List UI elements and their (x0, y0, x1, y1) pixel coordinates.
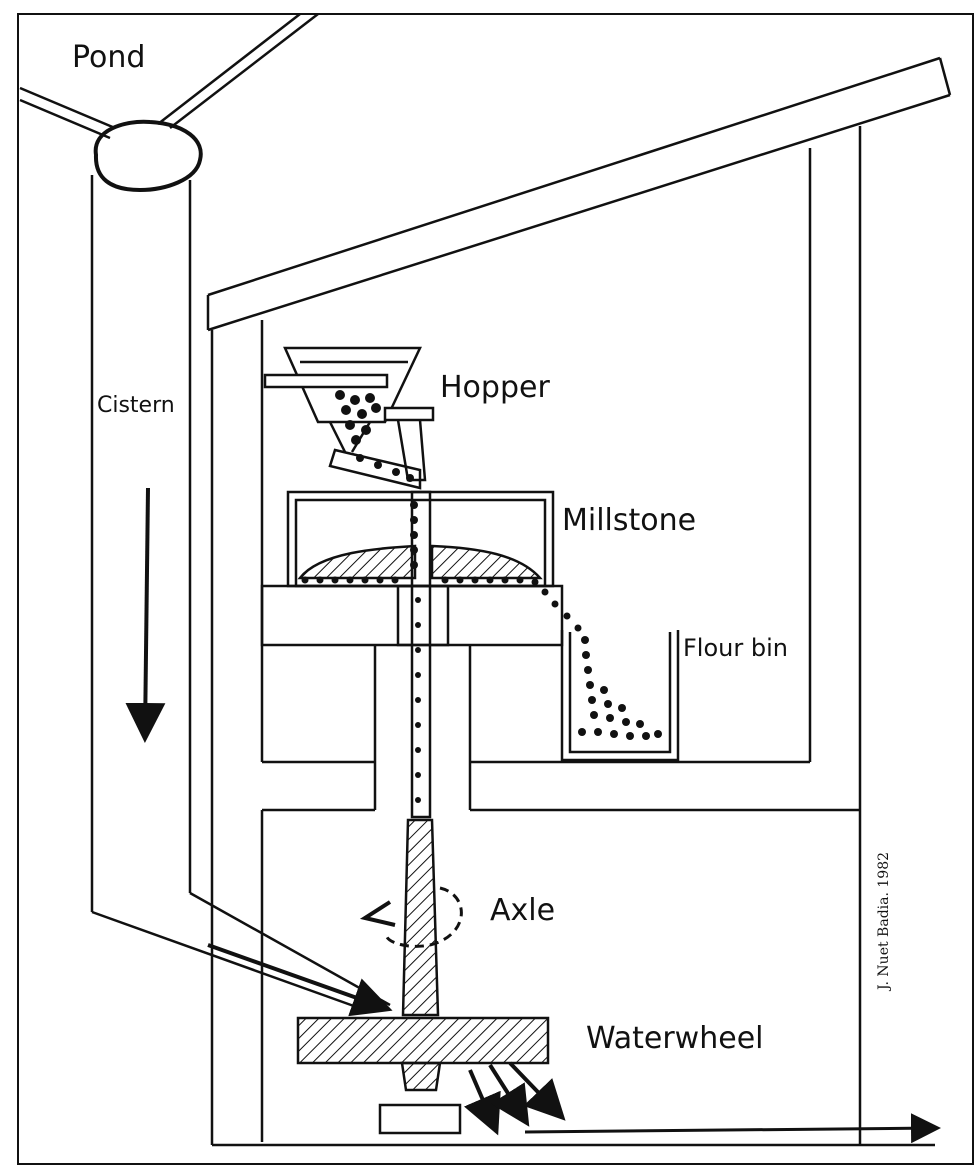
outflow-arrow-3 (508, 1061, 566, 1121)
label-axle: Axle (490, 893, 556, 928)
water-jet-arrow (207, 943, 393, 1017)
label-millstone: Millstone (562, 503, 697, 538)
label-flour-bin: Flour bin (683, 634, 788, 662)
artist-credit: J. Nuet Badia. 1982 (876, 851, 892, 990)
grain-flow (301, 390, 662, 803)
cistern (90, 175, 391, 1012)
hopper (263, 346, 435, 490)
axle (401, 490, 440, 1017)
cistern-down-arrow (125, 487, 166, 743)
flow-arrows (125, 487, 941, 1144)
rotation-arrowhead (359, 900, 396, 927)
roof (206, 56, 952, 332)
pond-channels (19, 13, 319, 140)
label-pond: Pond (72, 40, 146, 75)
outflow-arrow-2 (488, 1063, 530, 1127)
label-cistern: Cistern (97, 393, 175, 418)
outer-frame (17, 13, 974, 1165)
building-walls (210, 126, 935, 1147)
waterwheel (296, 1016, 550, 1065)
label-hopper: Hopper (440, 370, 550, 405)
wheel-shaft (400, 1061, 442, 1092)
flour-bin (560, 630, 680, 762)
outflow-arrow-1 (463, 1069, 501, 1136)
rotation-indicator (384, 886, 463, 948)
label-waterwheel: Waterwheel (586, 1021, 764, 1056)
tailrace-arrow (524, 1113, 941, 1144)
bearing-block (378, 1103, 462, 1135)
pond-basin (93, 119, 203, 193)
